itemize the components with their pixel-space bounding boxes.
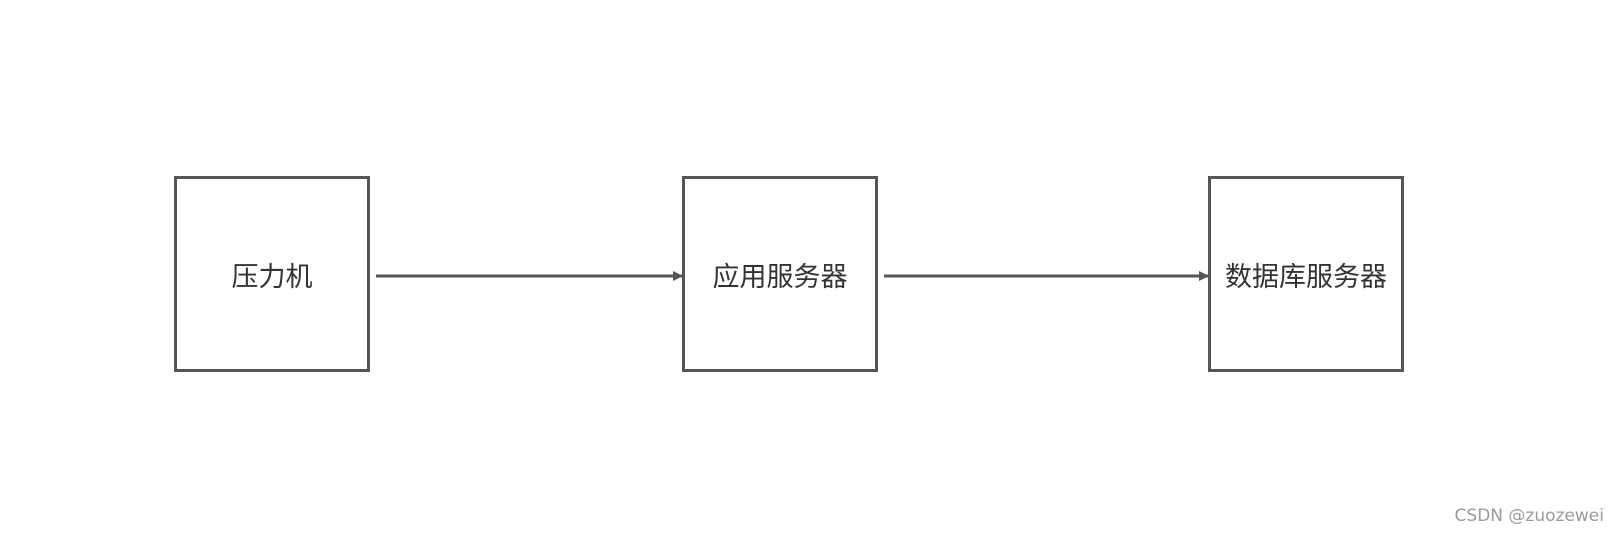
node-database-server-label: 数据库服务器 (1225, 261, 1387, 293)
watermark: CSDN @zuozewei (1454, 506, 1604, 526)
node-app-server-label: 应用服务器 (712, 261, 848, 293)
node-database-server: 数据库服务器 (1208, 176, 1404, 372)
node-load-generator-label: 压力机 (231, 261, 313, 293)
node-load-generator: 压力机 (174, 176, 370, 372)
node-app-server: 应用服务器 (682, 176, 878, 372)
